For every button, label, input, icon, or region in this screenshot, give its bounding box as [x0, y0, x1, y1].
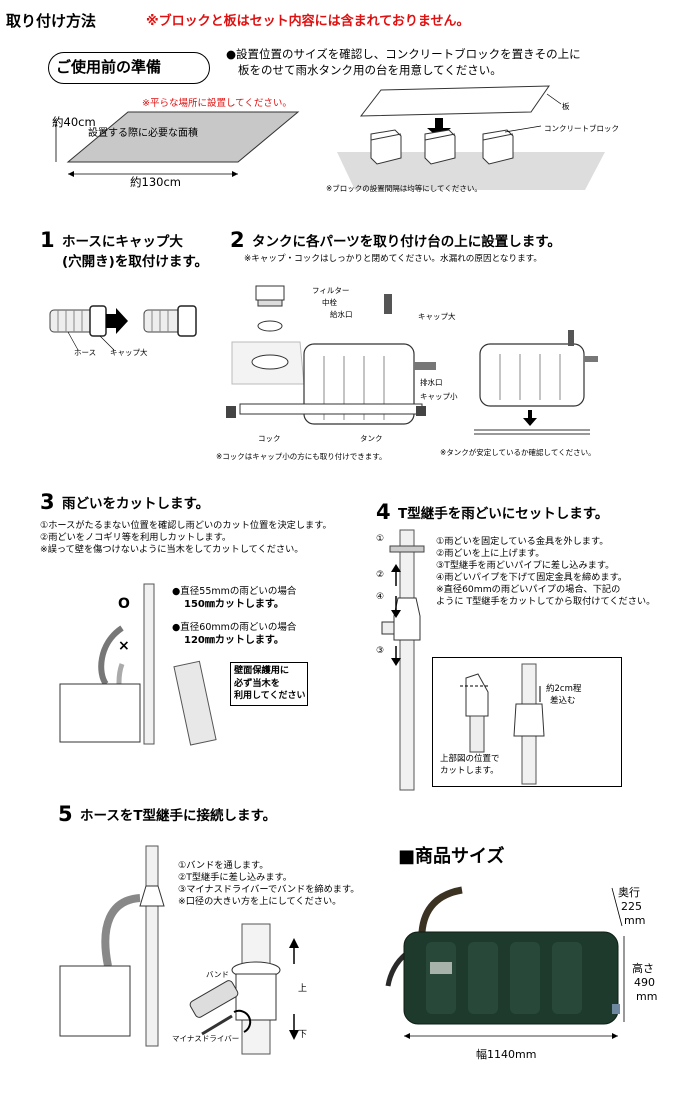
step4-line4: ④雨どいパイプを下げて固定金具を締めます。 — [436, 572, 628, 583]
tank-placed-diagram — [474, 330, 598, 435]
case55-label: ●直径55mmの雨どいの場合 — [172, 586, 297, 597]
height-value: 490 — [634, 976, 655, 989]
notice-text: ※ブロックと板はセット内容には含まれておりません。 — [146, 14, 470, 29]
case55-cut: 150㎜カットします。 — [184, 599, 284, 610]
drain-label: 排水口 — [420, 378, 443, 387]
step1-title-line2: (穴開き)を取付けます。 — [62, 254, 208, 270]
tank-parts-diagram — [226, 285, 436, 425]
band-label: バンド — [206, 970, 229, 979]
step2-title: タンクに各パーツを取り付け台の上に設置します。 — [252, 234, 561, 250]
case60-label: ●直径60mmの雨どいの場合 — [172, 622, 297, 633]
width-label: 幅1140mm — [476, 1048, 537, 1061]
step3-number: 3 — [40, 490, 55, 514]
step4-line3: ③T型継手を雨どいパイプに差し込みます。 — [436, 560, 615, 571]
step4-mark4: ④ — [376, 592, 385, 602]
prep-badge-label: ご使用前の準備 — [56, 58, 162, 76]
step1-number: 1 — [40, 228, 55, 252]
step4-line5: ※直径60mmの雨どいパイプの場合、下記の — [436, 584, 621, 595]
insert-note-line2: 差込む — [550, 696, 576, 706]
case60-cut: 120㎜カットします。 — [184, 635, 284, 646]
depth-label: 奥行 — [618, 886, 640, 899]
height-unit: mm — [636, 990, 658, 1003]
step5-line1: ①バンドを通します。 — [178, 860, 269, 871]
step5-line2: ②T型継手に差し込みます。 — [178, 872, 292, 883]
down-label: 下 — [298, 1030, 308, 1040]
step2-number: 2 — [230, 228, 245, 252]
wall-note-line3: 利用してください — [234, 691, 306, 701]
step5-line4: ※口径の大きい方を上にしてください。 — [178, 896, 342, 907]
insert-note-line1: 約2cm程 — [546, 684, 582, 694]
page-title: 取り付け方法 — [6, 12, 97, 30]
band-driver-diagram — [189, 923, 299, 1055]
up-label: 上 — [298, 984, 308, 994]
prep-desc-line2: 板をのせて雨水タンク用の台を用意してください。 — [238, 63, 502, 77]
height-label: 高さ — [632, 962, 654, 975]
depth-unit: mm — [624, 914, 646, 927]
cut-detail-diagram — [460, 663, 545, 785]
cock-note: ※コックはキャップ小の方にも取り付けできます。 — [216, 452, 387, 461]
area-label: 設置する際に必要な面積 — [88, 128, 198, 139]
cut-detail-box — [432, 657, 622, 787]
depth-40-label: 約40cm — [52, 115, 96, 129]
cut-note-line2: カットします。 — [440, 766, 499, 776]
product-heading: ■商品サイズ — [398, 846, 505, 867]
wall-note-line1: 壁面保護用に — [234, 665, 290, 676]
hose-cap-diagram — [49, 305, 197, 351]
step5-number: 5 — [58, 802, 73, 826]
tank-label: タンク — [360, 434, 383, 443]
step3-title: 雨どいをカットします。 — [62, 496, 210, 512]
step4-number: 4 — [376, 500, 391, 524]
step4-mark1: ① — [376, 534, 385, 544]
t-joint-gutter-diagram — [381, 529, 425, 791]
ok-mark: O — [118, 596, 130, 612]
step4-mark3: ③ — [376, 646, 385, 656]
step3-line1: ①ホースがたるまない位置を確認し雨どいのカット位置を決定します。 — [40, 520, 332, 531]
inlet-label: 給水口 — [330, 310, 353, 319]
step4-mark2: ② — [376, 570, 385, 580]
filter-label: フィルター — [312, 286, 350, 295]
hose-connect-diagram — [59, 845, 165, 1047]
step3-line3: ※誤って壁を傷つけないように当木をしてカットしてください。 — [40, 544, 304, 555]
gutter-cut-diagram — [59, 583, 217, 746]
step4-title: T型継手を雨どいにセットします。 — [398, 506, 609, 522]
step5-line3: ③マイナスドライバーでバンドを締めます。 — [178, 884, 360, 895]
stable-note: ※タンクが安定しているか確認してください。 — [440, 448, 596, 457]
wall-protect-box — [230, 662, 308, 706]
step5-title: ホースをT型継手に接続します。 — [80, 808, 277, 824]
area-diagram — [55, 111, 300, 177]
step4-line6: ように T型継手をカットしてから取付けてください。 — [436, 596, 656, 607]
driver-label: マイナスドライバー — [172, 1034, 240, 1043]
flat-note: ※平らな場所に設置してください。 — [142, 98, 292, 109]
hose-label: ホース — [74, 348, 97, 357]
wall-note-line2: 必ず当木を — [234, 678, 280, 689]
depth-value: 225 — [621, 900, 642, 913]
cap-large-label: キャップ大 — [110, 348, 148, 357]
width-130-label: 約130cm — [130, 175, 181, 189]
cap-large-label-2: キャップ大 — [418, 312, 456, 321]
step2-note: ※キャップ・コックはしっかりと閉めてください。水漏れの原因となります。 — [244, 254, 543, 264]
tank-product-image — [385, 886, 625, 1039]
step3-line2: ②雨どいをノコギリ等を利用しカットします。 — [40, 532, 232, 543]
prep-badge — [48, 52, 210, 84]
step4-line1: ①雨どいを固定している金具を外します。 — [436, 536, 609, 547]
spacing-note: ※ブロックの設置間隔は均等にしてください。 — [326, 184, 482, 193]
board-label: 板 — [562, 102, 570, 111]
step4-line2: ②雨どいを上に上げます。 — [436, 548, 545, 559]
cut-note-line1: 上部図の位置で — [440, 754, 500, 764]
cap-small-label: キャップ小 — [420, 392, 458, 401]
step1-title-line1: ホースにキャップ大 — [62, 234, 183, 250]
prep-desc-line1: ●設置位置のサイズを確認し、コンクリートブロックを置きその上に — [226, 47, 581, 61]
ng-mark: × — [118, 638, 130, 654]
board-block-diagram — [337, 85, 605, 190]
cock-label: コック — [258, 434, 281, 443]
plug-label: 中栓 — [322, 298, 337, 307]
block-label: コンクリートブロック — [544, 124, 619, 133]
